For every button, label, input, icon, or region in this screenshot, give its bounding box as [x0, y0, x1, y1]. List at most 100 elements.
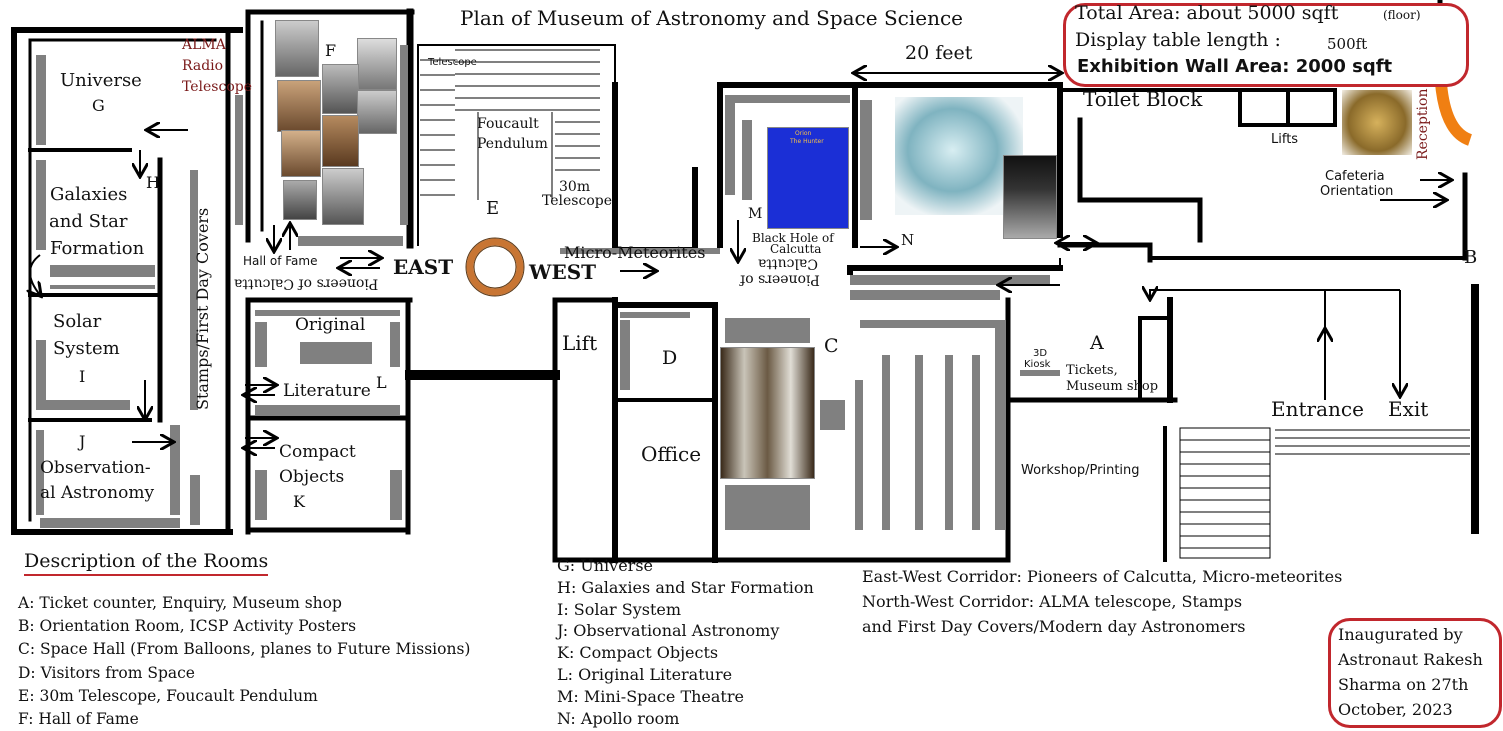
total-area: Total Area: about 5000 sqft — [1075, 2, 1339, 24]
room-galaxies-1: Galaxies — [50, 184, 128, 205]
room-b-letter: B — [1464, 247, 1478, 268]
legend-item: E: 30m Telescope, Foucault Pendulum — [18, 686, 318, 705]
orion-title: Orion — [795, 130, 812, 137]
room-h-letter: H — [146, 173, 160, 192]
room-f-letter: F — [325, 41, 337, 60]
pioneers-east-label-2: Calcutta — [758, 255, 818, 272]
stairs-north — [420, 49, 600, 200]
inauguration-line: Astronaut Rakesh — [1338, 650, 1483, 669]
legend-item: M: Mini-Space Theatre — [557, 686, 744, 706]
table-length-value: 500ft — [1327, 35, 1368, 53]
micro-meteorites-label: Micro-Meteorites — [564, 243, 706, 262]
legend-item: F: Hall of Fame — [18, 710, 139, 729]
thirty-m-label-2: Telescope — [542, 193, 612, 209]
kiosk-label-1: 3D — [1033, 348, 1048, 359]
pioneers-east-label-1: Pioneers of — [740, 271, 820, 288]
foucault-label-1: Foucault — [477, 116, 539, 132]
portrait-photo — [322, 168, 364, 225]
scale-label: 20 feet — [905, 42, 973, 64]
entrance-label: Entrance — [1271, 397, 1364, 421]
room-galaxies-2: and Star — [49, 211, 128, 232]
room-e-letter: E — [486, 198, 500, 219]
room-m-letter: M — [748, 206, 763, 222]
wall-area: Exhibition Wall Area: 2000 sqft — [1077, 56, 1393, 77]
black-hole-label-1: Black Hole of — [752, 231, 834, 245]
room-d-letter: D — [662, 347, 678, 369]
walls — [11, 0, 1479, 563]
portrait-photo — [275, 20, 319, 77]
legend-item: H: Galaxies and Star Formation — [557, 577, 814, 597]
room-g-letter: G — [92, 96, 105, 115]
room-k-letter: K — [293, 492, 305, 511]
corridor-note: North-West Corridor: ALMA telescope, Sta… — [862, 592, 1243, 611]
room-galaxies-3: Formation — [50, 238, 145, 259]
description-heading: Description of the Rooms — [24, 551, 269, 576]
room-i-letter: I — [79, 367, 86, 386]
room-compact-2: Objects — [279, 467, 345, 487]
inauguration-line: Sharma on 27th — [1338, 675, 1469, 694]
apollo-capsule-image — [895, 97, 1023, 215]
cafeteria-label-1: Cafeteria — [1325, 169, 1385, 184]
foucault-label-2: Pendulum — [477, 136, 548, 152]
room-solar-2: System — [53, 338, 120, 359]
stamps-label: Stamps/First Day Covers — [193, 207, 212, 410]
room-l-letter: L — [376, 373, 387, 392]
corridor-note: East-West Corridor: Pioneers of Calcutta… — [862, 567, 1343, 586]
nataraja-statue-image — [1342, 90, 1412, 155]
west-label: WEST — [529, 260, 597, 284]
portrait-photo — [281, 130, 321, 177]
pioneers-west-label: Pioneers of Calcutta — [234, 275, 379, 292]
portrait-photo — [322, 64, 359, 114]
legend-item: C: Space Hall (From Balloons, planes to … — [18, 640, 471, 659]
thirty-m-label-1: 30m — [559, 179, 591, 195]
inauguration-line: Inaugurated by — [1338, 625, 1463, 644]
tickets-label-1: Tickets, — [1066, 363, 1118, 378]
black-hole-label-2: Calcutta — [770, 242, 822, 256]
lifts-label: Lifts — [1271, 132, 1299, 147]
portrait-photo — [322, 115, 359, 167]
toilet-label: Toilet Block — [1083, 87, 1203, 111]
room-c-letter: C — [824, 335, 839, 357]
room-n-letter: N — [901, 231, 915, 249]
room-observational-1: Observation- — [40, 458, 151, 478]
room-solar-1: Solar — [53, 311, 102, 332]
legend-column-1: A: Ticket counter, Enquiry, Museum shop … — [18, 592, 470, 731]
exit-label: Exit — [1388, 397, 1429, 421]
east-label: EAST — [393, 255, 454, 279]
telescope-small-label: Telescope — [428, 57, 477, 68]
room-a-letter: A — [1090, 332, 1104, 354]
hall-of-fame-label: Hall of Fame — [243, 254, 318, 268]
legend-item: I: Solar System — [557, 599, 682, 619]
corridor-notes: East-West Corridor: Pioneers of Calcutta… — [862, 564, 1342, 639]
room-observational-2: al Astronomy — [40, 483, 155, 503]
tickets-label-2: Museum shop — [1066, 379, 1159, 394]
legend-item: J: Observational Astronomy — [557, 621, 780, 641]
corridor-note: and First Day Covers/Modern day Astronom… — [862, 617, 1246, 636]
astronaut-image — [1003, 155, 1057, 239]
room-literature: Literature — [283, 381, 371, 401]
legend-item: N: Apollo room — [557, 708, 680, 728]
alma-label-1: ALMA — [182, 37, 226, 53]
kiosk-label-2: Kiosk — [1024, 359, 1051, 370]
inauguration-line: October, 2023 — [1338, 700, 1453, 719]
legend-column-2: G: Universe H: Galaxies and Star Formati… — [557, 555, 814, 729]
room-universe: Universe — [60, 70, 142, 91]
portrait-photo — [283, 180, 317, 220]
cafeteria-label-2: Orientation — [1320, 184, 1394, 199]
room-original: Original — [295, 315, 366, 335]
stairs-entrance — [1179, 427, 1470, 559]
orion-constellation-image — [767, 127, 849, 229]
foucault-ring — [466, 238, 524, 296]
inauguration-text: Inaugurated by Astronaut Rakesh Sharma o… — [1338, 622, 1483, 722]
room-j-letter: J — [79, 432, 86, 451]
portrait-photo — [357, 90, 397, 134]
inauguration-box — [1328, 618, 1502, 728]
office-label: Office — [641, 442, 702, 466]
legend-item: D: Visitors from Space — [18, 663, 195, 682]
portrait-photo — [357, 38, 397, 90]
page-title: Plan of Museum of Astronomy and Space Sc… — [460, 6, 964, 30]
workshop-label: Workshop/Printing — [1021, 463, 1140, 478]
reception-label: Reception — [1415, 88, 1431, 160]
